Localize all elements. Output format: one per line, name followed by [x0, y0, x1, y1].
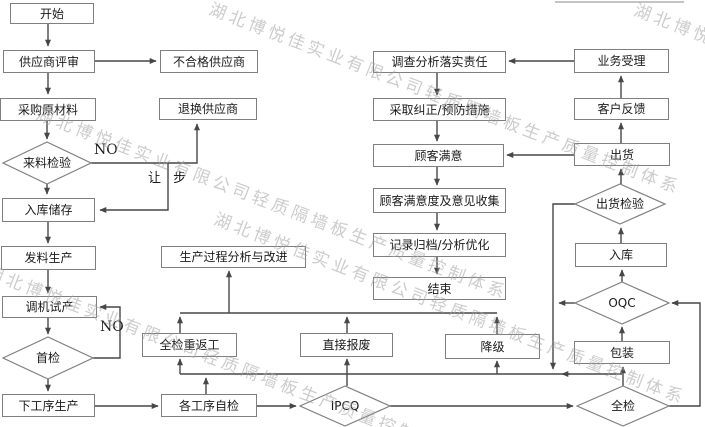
node-packing: 包装 — [574, 341, 670, 364]
oqc-diamond — [573, 281, 671, 325]
edge-label-concession: 让 步 — [148, 171, 191, 186]
node-machine-trial: 调机试产 — [2, 296, 97, 318]
label-oqc: OQC — [608, 296, 636, 310]
full-inspect-diamond — [575, 385, 671, 427]
first-inspect-diamond — [1, 336, 95, 380]
node-investigate-responsibility: 调查分析落实责任 — [373, 51, 506, 73]
node-record-archive: 记录归档/分析优化 — [373, 233, 506, 257]
node-end: 结束 — [373, 277, 506, 300]
node-satisfaction-collect: 顾客满意度及意见收集 — [373, 188, 506, 213]
shipping-inspect-diamond — [573, 183, 667, 225]
node-full-rework: 全检重返工 — [142, 333, 237, 357]
node-business-accept: 业务受理 — [574, 49, 669, 73]
node-downgrade: 降级 — [445, 334, 540, 359]
node-warehouse-storage: 入库储存 — [2, 198, 95, 222]
edge-label-incoming-no: NO — [94, 142, 118, 158]
node-customer-feedback: 客户反馈 — [574, 98, 669, 120]
label-first-inspect: 首检 — [35, 351, 61, 365]
label-full-inspect: 全检 — [610, 399, 636, 413]
node-self-inspect: 各工序自检 — [161, 394, 257, 417]
node-purchase-raw-material: 采购原材料 — [0, 98, 96, 121]
node-start: 开始 — [10, 3, 94, 24]
node-corrective-measures: 采取纠正/预防措施 — [373, 98, 506, 121]
node-issue-production: 发料生产 — [1, 246, 96, 270]
node-stock-in: 入库 — [575, 243, 667, 267]
node-return-supplier: 退换供应商 — [159, 98, 257, 120]
node-shipping: 出货 — [574, 143, 670, 166]
label-ipcq: IPCQ — [330, 399, 360, 413]
incoming-inspect-diamond — [1, 141, 93, 185]
node-process-analysis: 生产过程分析与改进 — [161, 246, 306, 268]
label-shipping-inspect: 出货检验 — [595, 197, 645, 211]
node-unqualified-supplier: 不合格供应商 — [160, 50, 258, 73]
ipcq-diamond — [298, 385, 392, 427]
edge-label-first-no: NO — [100, 319, 124, 335]
node-supplier-review: 供应商评审 — [3, 50, 95, 73]
node-customer-satisfaction: 顾客满意 — [373, 144, 504, 167]
label-incoming-inspect: 来料检验 — [22, 156, 72, 170]
node-next-process: 下工序生产 — [2, 394, 95, 417]
node-direct-scrap: 直接报废 — [300, 333, 393, 357]
